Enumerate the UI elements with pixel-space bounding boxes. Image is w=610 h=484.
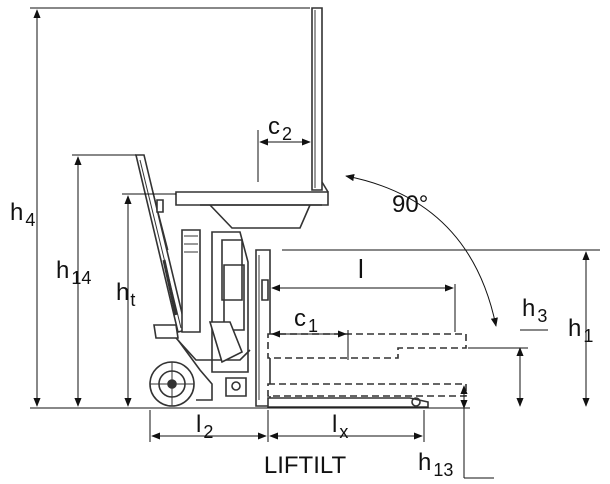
steering-wheel bbox=[149, 339, 213, 407]
forks bbox=[267, 333, 467, 408]
mast bbox=[255, 249, 271, 407]
tiller-handle bbox=[134, 154, 187, 333]
ht-label: ht bbox=[116, 279, 135, 310]
chassis bbox=[153, 321, 251, 397]
l-label: l bbox=[358, 254, 364, 284]
dimension-lines bbox=[30, 7, 600, 479]
tilt-angle-arc bbox=[345, 174, 498, 327]
tilt-angle-label: 90° bbox=[392, 191, 428, 218]
pallet-truck-drawing bbox=[134, 7, 467, 408]
tilt-platform bbox=[175, 7, 329, 229]
diagram-caption: LIFTILT bbox=[263, 452, 347, 479]
